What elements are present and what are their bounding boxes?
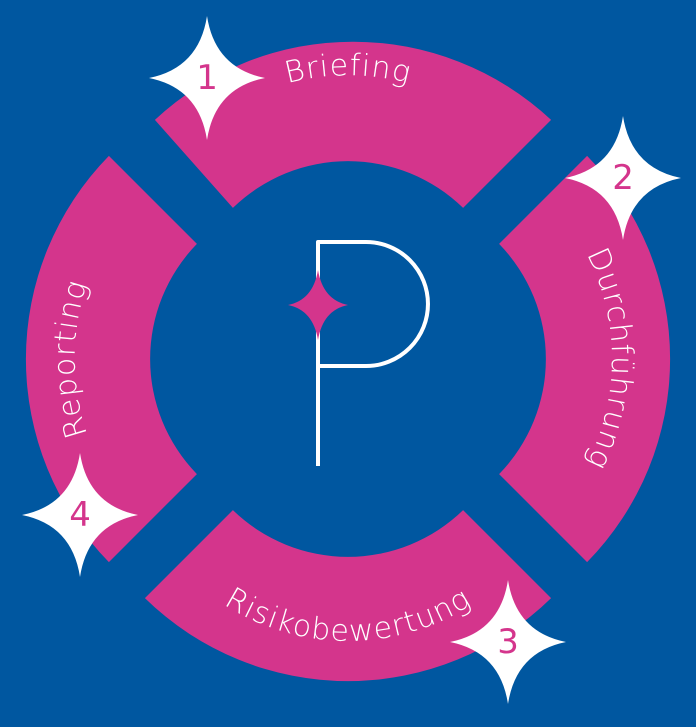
step-number-4: 4 (69, 495, 91, 535)
segment-reporting (25, 155, 197, 563)
segment-risikobewertung (144, 510, 552, 682)
step-badge-1: 1 (149, 16, 265, 140)
p-logo-icon (316, 240, 430, 466)
step-number-3: 3 (497, 622, 519, 662)
step-number-2: 2 (612, 158, 634, 198)
sparkle-star-icon (565, 116, 681, 240)
step-number-1: 1 (196, 58, 218, 98)
sparkle-star-icon (22, 453, 138, 577)
step-badge-2: 2 (565, 116, 681, 240)
step-badge-3: 3 (450, 580, 566, 704)
sparkle-star-icon (450, 580, 566, 704)
step-badge-4: 4 (22, 453, 138, 577)
sparkle-star-icon (149, 16, 265, 140)
four-point-star-icon (288, 270, 348, 340)
segment-briefing (154, 41, 552, 208)
segment-durchfuehrung (499, 155, 671, 563)
